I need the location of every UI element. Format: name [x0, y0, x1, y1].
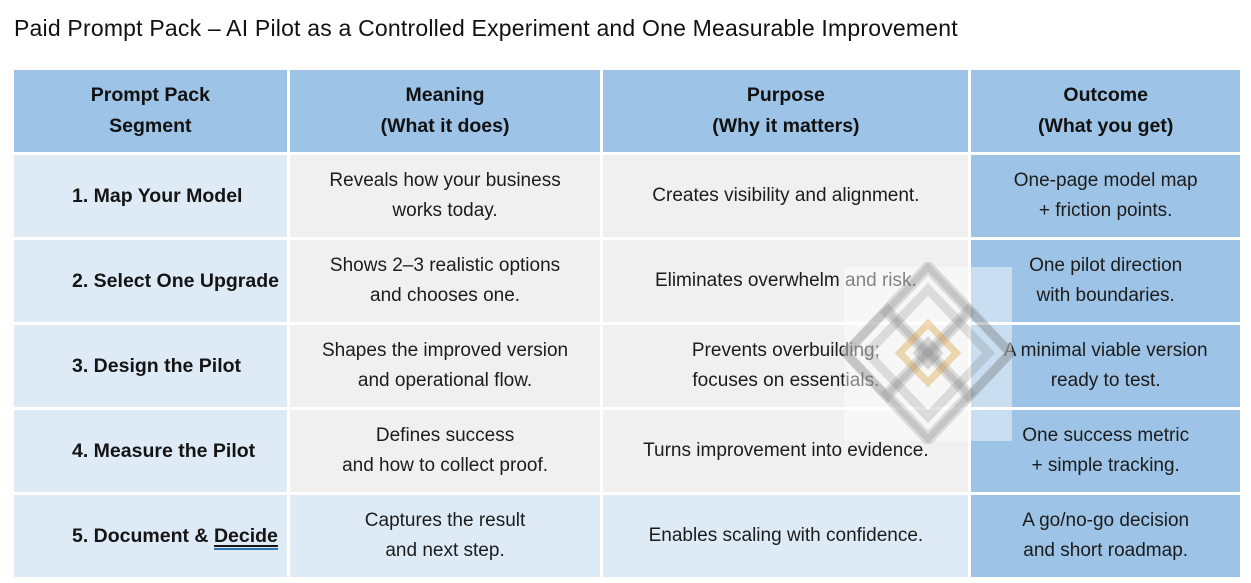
- cell-meaning-4: Defines success and how to collect proof…: [289, 410, 601, 492]
- header-line: Purpose: [746, 84, 825, 106]
- cell-line: with boundaries.: [1036, 285, 1175, 306]
- cell-meaning-3: Shapes the improved version and operatio…: [289, 325, 601, 407]
- cell-outcome-2: One pilot direction with boundaries.: [971, 240, 1240, 322]
- cell-line: Shapes the improved version: [322, 340, 569, 361]
- cell-segment-3: 3. Design the Pilot: [14, 325, 287, 407]
- cell-line: Creates visibility and alignment.: [652, 185, 920, 206]
- cell-line: A minimal viable version: [1003, 340, 1208, 361]
- header-cell-meaning: Meaning (What it does): [289, 70, 601, 152]
- header-cell-segment: Prompt Pack Segment: [14, 70, 287, 152]
- header-line: (Why it matters): [712, 115, 860, 137]
- header-line: (What you get): [1037, 115, 1174, 137]
- cell-outcome-5: A go/no-go decision and short roadmap.: [971, 495, 1240, 577]
- table-header-row: Prompt Pack Segment Meaning (What it doe…: [14, 70, 1240, 152]
- cell-line: Defines success: [375, 425, 515, 446]
- cell-line: Shows 2–3 realistic options: [329, 255, 561, 276]
- cell-line: One-page model map: [1013, 170, 1198, 191]
- cell-line: Turns improvement into evidence.: [643, 440, 929, 461]
- decide-link[interactable]: Decide: [213, 525, 278, 550]
- prompt-pack-table: Prompt Pack Segment Meaning (What it doe…: [11, 67, 1243, 580]
- cell-purpose-1: Creates visibility and alignment.: [603, 155, 969, 237]
- cell-line: Enables scaling with confidence.: [648, 525, 924, 546]
- cell-line: One pilot direction: [1029, 255, 1183, 276]
- segment-text: 5. Document &: [72, 525, 214, 547]
- cell-purpose-2: Eliminates overwhelm and risk.: [603, 240, 969, 322]
- cell-meaning-1: Reveals how your business works today.: [289, 155, 601, 237]
- table-row: 3. Design the Pilot Shapes the improved …: [14, 325, 1240, 407]
- cell-segment-2: 2. Select One Upgrade: [14, 240, 287, 322]
- cell-line: and short roadmap.: [1023, 540, 1189, 561]
- page-title: Paid Prompt Pack – AI Pilot as a Control…: [14, 15, 958, 41]
- cell-outcome-1: One-page model map + friction points.: [971, 155, 1240, 237]
- header-cell-purpose: Purpose (Why it matters): [603, 70, 969, 152]
- cell-line: One success metric: [1022, 425, 1190, 446]
- cell-line: Reveals how your business: [329, 170, 561, 191]
- table-row: 4. Measure the Pilot Defines success and…: [14, 410, 1240, 492]
- cell-line: and next step.: [385, 540, 505, 561]
- cell-line: works today.: [392, 200, 498, 221]
- cell-meaning-2: Shows 2–3 realistic options and chooses …: [289, 240, 601, 322]
- header-line: (What it does): [380, 115, 510, 137]
- header-line: Prompt Pack: [90, 84, 210, 106]
- cell-purpose-4: Turns improvement into evidence.: [603, 410, 969, 492]
- cell-line: Eliminates overwhelm and risk.: [654, 270, 917, 291]
- cell-line: and how to collect proof.: [342, 455, 549, 476]
- cell-segment-5: 5. Document & Decide: [14, 495, 287, 577]
- table-row: 2. Select One Upgrade Shows 2–3 realisti…: [14, 240, 1240, 322]
- cell-line: and operational flow.: [357, 370, 533, 391]
- cell-line: Prevents overbuilding;: [691, 340, 880, 361]
- cell-purpose-5: Enables scaling with confidence.: [603, 495, 969, 577]
- cell-segment-4: 4. Measure the Pilot: [14, 410, 287, 492]
- cell-outcome-4: One success metric + simple tracking.: [971, 410, 1240, 492]
- cell-line: A go/no-go decision: [1022, 510, 1190, 531]
- cell-line: focuses on essentials.: [692, 370, 880, 391]
- header-line: Segment: [109, 115, 192, 137]
- cell-line: and chooses one.: [370, 285, 521, 306]
- cell-line: Captures the result: [364, 510, 526, 531]
- cell-line: + friction points.: [1038, 200, 1173, 221]
- cell-outcome-3: A minimal viable version ready to test.: [971, 325, 1240, 407]
- cell-line: ready to test.: [1050, 370, 1161, 391]
- header-line: Outcome: [1063, 84, 1148, 106]
- table-row: 5. Document & Decide Captures the result…: [14, 495, 1240, 577]
- table-row: 1. Map Your Model Reveals how your busin…: [14, 155, 1240, 237]
- cell-meaning-5: Captures the result and next step.: [289, 495, 601, 577]
- cell-line: + simple tracking.: [1031, 455, 1180, 476]
- header-line: Meaning: [405, 84, 485, 106]
- header-cell-outcome: Outcome (What you get): [971, 70, 1240, 152]
- cell-purpose-3: Prevents overbuilding; focuses on essent…: [603, 325, 969, 407]
- cell-segment-1: 1. Map Your Model: [14, 155, 287, 237]
